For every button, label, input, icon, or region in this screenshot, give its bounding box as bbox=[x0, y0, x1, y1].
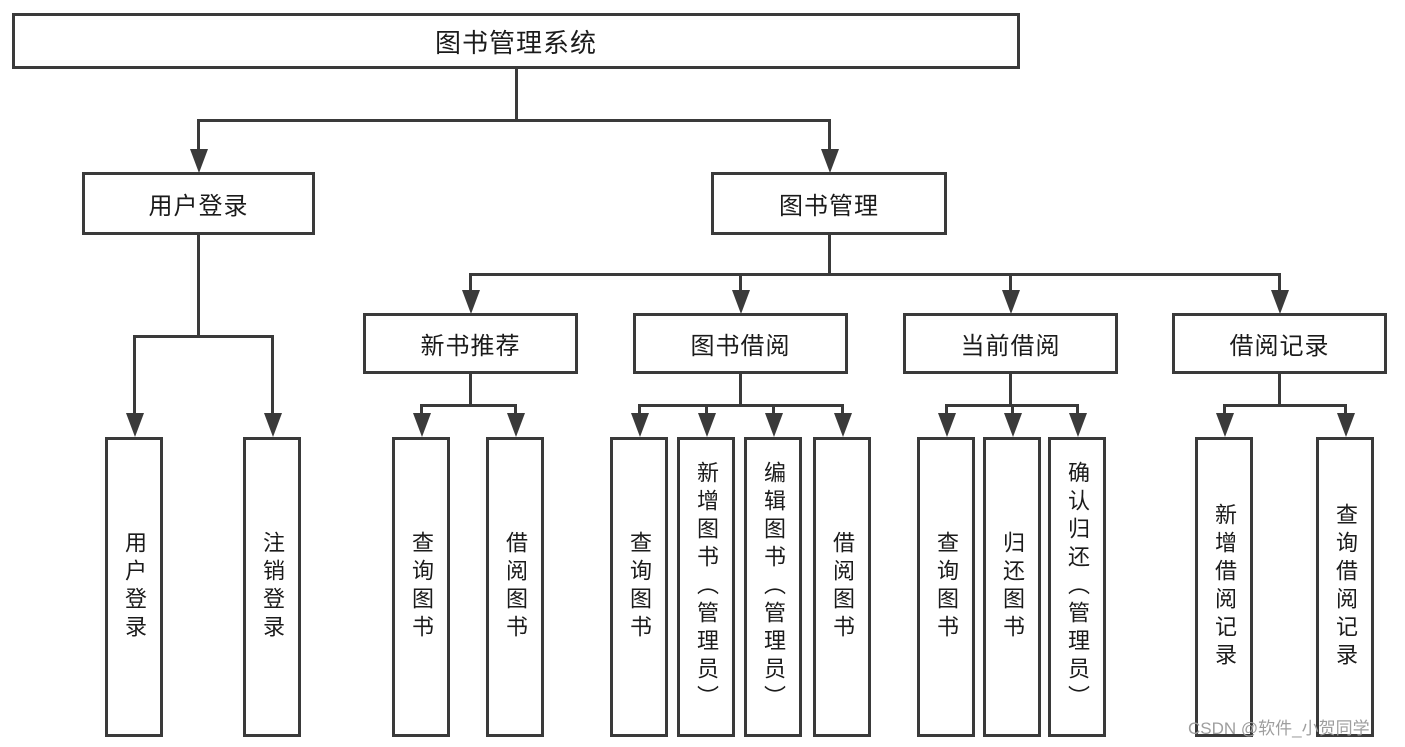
leaf-user-login: 用户登录 bbox=[105, 437, 163, 737]
arrowhead-down-icon bbox=[1271, 290, 1289, 314]
node-label: 新书推荐 bbox=[420, 333, 521, 360]
node-borrow-records: 借阅记录 bbox=[1172, 313, 1387, 374]
arrowhead-down-icon bbox=[631, 413, 649, 437]
connector-arrow-stem bbox=[705, 404, 708, 414]
node-label: 当前借阅 bbox=[960, 333, 1061, 360]
leaf-edit-books-admin: 编辑图书（管理员） bbox=[744, 437, 802, 737]
arrowhead-down-icon bbox=[938, 413, 956, 437]
leaf-label: 编辑图书（管理员） bbox=[761, 461, 786, 713]
arrowhead-down-icon bbox=[698, 413, 716, 437]
leaf-confirm-return-admin: 确认归还（管理员） bbox=[1048, 437, 1106, 737]
connector-arrow-stem bbox=[420, 404, 423, 414]
csdn-watermark: CSDN @软件_小贺同学 bbox=[1188, 719, 1370, 738]
connector-arrow-stem bbox=[1011, 404, 1014, 414]
leaf-label: 查询图书 bbox=[934, 531, 959, 643]
node-label: 图书管理系统 bbox=[434, 27, 597, 58]
connector-book-management-stem bbox=[828, 235, 831, 275]
connector-arrow-stem bbox=[197, 119, 200, 150]
leaf-label: 查询借阅记录 bbox=[1333, 503, 1358, 671]
leaf-label: 借阅图书 bbox=[830, 531, 855, 643]
connector-level1-branch bbox=[197, 119, 831, 122]
arrowhead-down-icon bbox=[462, 290, 480, 314]
connector-arrow-stem bbox=[1076, 404, 1079, 414]
node-new-book-recommend: 新书推荐 bbox=[363, 313, 578, 374]
arrowhead-down-icon bbox=[413, 413, 431, 437]
leaf-label: 新增图书（管理员） bbox=[694, 461, 719, 713]
connector-arrow-stem bbox=[1344, 404, 1347, 414]
leaf-label: 新增借阅记录 bbox=[1212, 503, 1237, 671]
connector-arrow-stem bbox=[133, 335, 136, 414]
node-user-login: 用户登录 bbox=[82, 172, 315, 235]
connector-branch bbox=[1223, 404, 1347, 407]
arrowhead-down-icon bbox=[834, 413, 852, 437]
leaf-add-borrow-record: 新增借阅记录 bbox=[1195, 437, 1253, 737]
connector-arrow-stem bbox=[841, 404, 844, 414]
leaf-borrow-books: 借阅图书 bbox=[813, 437, 871, 737]
arrowhead-down-icon bbox=[1216, 413, 1234, 437]
connector-arrow-stem bbox=[1009, 273, 1012, 291]
arrowhead-down-icon bbox=[507, 413, 525, 437]
leaf-label: 查询图书 bbox=[627, 531, 652, 643]
leaf-query-books-current: 查询图书 bbox=[917, 437, 975, 737]
connector-arrow-stem bbox=[739, 273, 742, 291]
leaf-query-books-borrow: 查询图书 bbox=[610, 437, 668, 737]
arrowhead-down-icon bbox=[821, 149, 839, 173]
leaf-query-books-recommend: 查询图书 bbox=[392, 437, 450, 737]
leaf-label: 查询图书 bbox=[409, 531, 434, 643]
arrowhead-down-icon bbox=[190, 149, 208, 173]
node-current-borrow: 当前借阅 bbox=[903, 313, 1118, 374]
connector-arrow-stem bbox=[772, 404, 775, 414]
connector-arrow-stem bbox=[271, 335, 274, 414]
connector-stem bbox=[1278, 374, 1281, 406]
arrowhead-down-icon bbox=[126, 413, 144, 437]
node-label: 图书管理 bbox=[779, 193, 879, 220]
arrowhead-down-icon bbox=[765, 413, 783, 437]
arrowhead-down-icon bbox=[732, 290, 750, 314]
connector-branch bbox=[638, 404, 844, 407]
leaf-label: 注销登录 bbox=[260, 531, 285, 643]
leaf-logout: 注销登录 bbox=[243, 437, 301, 737]
arrowhead-down-icon bbox=[1002, 290, 1020, 314]
leaf-label: 用户登录 bbox=[122, 531, 147, 643]
connector-arrow-stem bbox=[828, 119, 831, 150]
node-library-management-system: 图书管理系统 bbox=[12, 13, 1020, 69]
connector-arrow-stem bbox=[514, 404, 517, 414]
leaf-label: 确认归还（管理员） bbox=[1065, 461, 1090, 713]
arrowhead-down-icon bbox=[264, 413, 282, 437]
connector-root-stem bbox=[515, 68, 518, 120]
connector-stem bbox=[469, 374, 472, 406]
leaf-query-borrow-record: 查询借阅记录 bbox=[1316, 437, 1374, 737]
node-book-management: 图书管理 bbox=[711, 172, 947, 235]
connector-arrow-stem bbox=[1223, 404, 1226, 414]
connector-stem bbox=[739, 374, 742, 406]
connector-stem bbox=[1009, 374, 1012, 406]
leaf-return-books: 归还图书 bbox=[983, 437, 1041, 737]
node-book-borrow: 图书借阅 bbox=[633, 313, 848, 374]
connector-branch bbox=[420, 404, 517, 407]
connector-arrow-stem bbox=[1278, 273, 1281, 291]
leaf-label: 归还图书 bbox=[1000, 531, 1025, 643]
arrowhead-down-icon bbox=[1004, 413, 1022, 437]
connector-user-login-branch bbox=[133, 335, 274, 338]
connector-level3-branch bbox=[469, 273, 1281, 276]
node-label: 图书借阅 bbox=[690, 333, 791, 360]
leaf-borrow-books-recommend: 借阅图书 bbox=[486, 437, 544, 737]
connector-user-login-stem bbox=[197, 235, 200, 338]
connector-arrow-stem bbox=[469, 273, 472, 291]
leaf-add-books-admin: 新增图书（管理员） bbox=[677, 437, 735, 737]
leaf-label: 借阅图书 bbox=[503, 531, 528, 643]
arrowhead-down-icon bbox=[1069, 413, 1087, 437]
node-label: 借阅记录 bbox=[1229, 333, 1330, 360]
connector-arrow-stem bbox=[945, 404, 948, 414]
node-label: 用户登录 bbox=[148, 193, 249, 220]
arrowhead-down-icon bbox=[1337, 413, 1355, 437]
connector-arrow-stem bbox=[638, 404, 641, 414]
